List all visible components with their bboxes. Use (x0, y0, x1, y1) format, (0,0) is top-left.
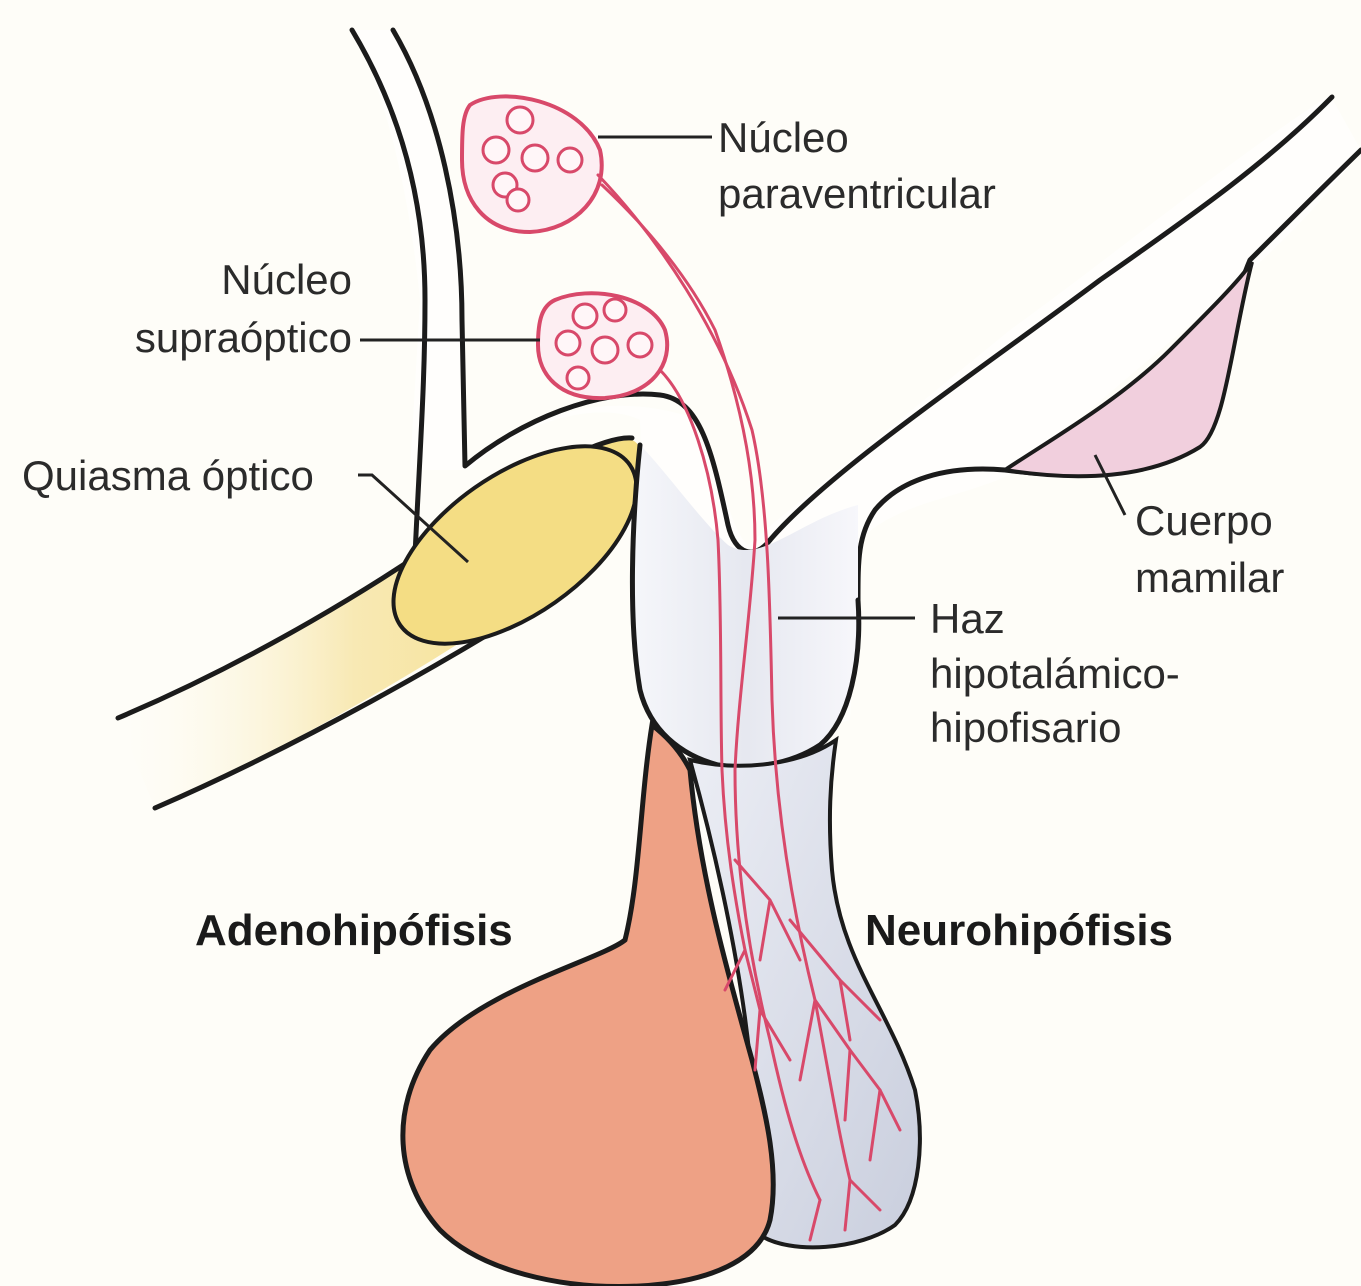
label-mammillary-1: Cuerpo (1135, 497, 1273, 544)
label-mammillary-2: mamilar (1135, 554, 1284, 601)
supraoptic-nucleus (538, 293, 667, 398)
label-optic-chiasm: Quiasma óptico (22, 452, 314, 499)
label-tract-1: Haz (930, 595, 1005, 642)
label-paraventricular-2: paraventricular (718, 170, 996, 217)
label-neurohypophysis: Neurohipófisis (865, 906, 1173, 955)
label-paraventricular-1: Núcleo (718, 114, 849, 161)
label-tract-3: hipofisario (930, 704, 1121, 751)
label-supraoptic-1: Núcleo (221, 256, 352, 303)
label-supraoptic-2: supraóptico (135, 314, 352, 361)
label-tract-2: hipotalámico- (930, 650, 1180, 697)
label-adenohypophysis: Adenohipófisis (195, 906, 513, 955)
